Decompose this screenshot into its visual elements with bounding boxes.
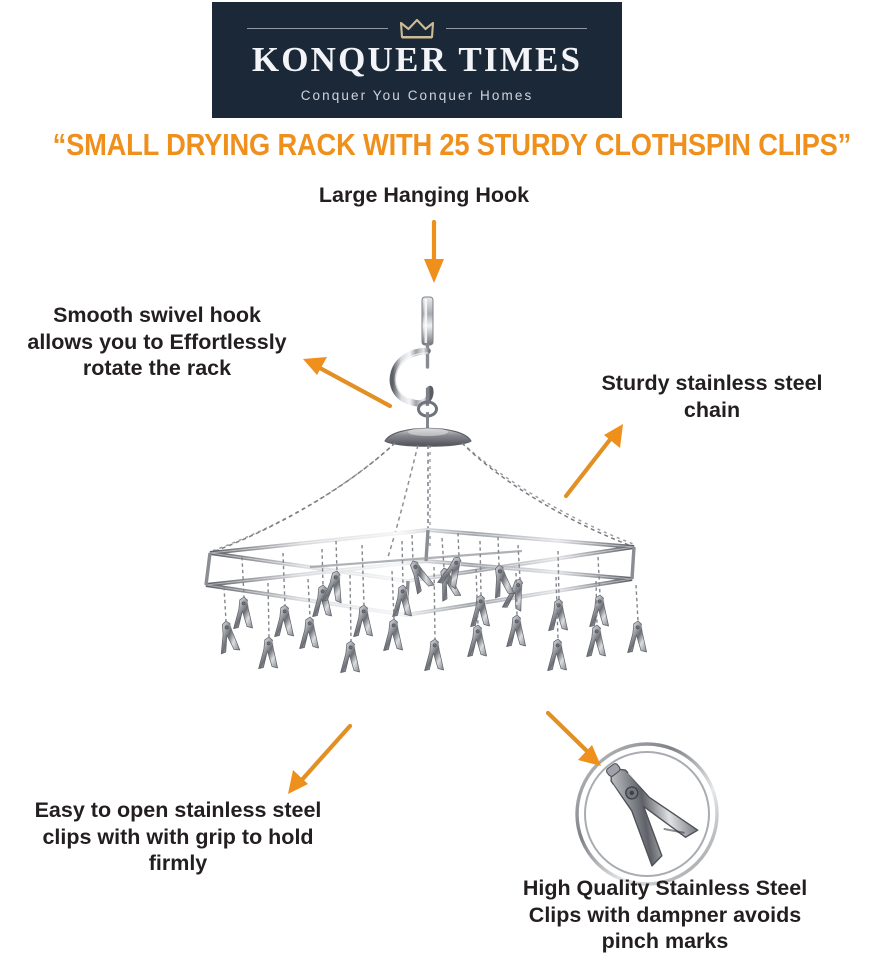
brand-name: KONQUER TIMES — [251, 39, 583, 79]
clip-closeup-inset — [575, 742, 719, 886]
clip-unit — [501, 544, 529, 613]
clip-unit — [437, 532, 468, 590]
clip-unit — [258, 582, 279, 669]
clip-unit — [312, 548, 333, 617]
product-image — [204, 296, 647, 673]
callout-sturdy-stainless-steel-chain: Sturdy stainless steel chain — [601, 371, 823, 422]
clip-unit — [340, 574, 361, 673]
callout-smooth-swivel-hook: Smooth swivel hook allows you to Effortl… — [27, 303, 287, 381]
clip-unit — [233, 556, 254, 629]
clip-unit — [321, 540, 346, 604]
suspension-chains — [209, 442, 637, 558]
rack-frame — [204, 527, 636, 618]
clip-unit — [403, 534, 435, 595]
crown-divider-row — [247, 18, 587, 40]
clip-unit — [353, 544, 374, 637]
clip-unit — [433, 537, 462, 602]
clip-unit — [215, 586, 241, 655]
clip-unit — [383, 570, 404, 651]
callout-high-quality-clips: High Quality Stainless Steel Clips with … — [522, 876, 808, 954]
clip-unit — [274, 552, 295, 637]
clip-unit — [506, 572, 526, 647]
brand-tagline: Conquer You Conquer Homes — [300, 87, 534, 103]
crown-icon — [400, 18, 434, 39]
clip-unit — [627, 584, 647, 653]
callout-easy-to-open-clips: Easy to open stainless steel clips with … — [34, 798, 322, 876]
clip-unit — [488, 536, 515, 599]
arrow-down-icon — [424, 219, 444, 283]
clip-unit — [467, 568, 488, 657]
clip-unit — [589, 556, 609, 627]
clip-unit — [586, 580, 606, 657]
clothespin-clip-graphic — [605, 763, 699, 867]
clip-unit — [547, 576, 567, 671]
callout-large-hanging-hook: Large Hanging Hook — [318, 183, 530, 207]
clip-unit — [548, 550, 568, 631]
clip-cluster — [215, 532, 647, 673]
hanging-hook-assembly — [384, 296, 472, 447]
headline: “SMALL DRYING RACK WITH 25 STURDY CLOTHS… — [52, 127, 852, 162]
clip-unit — [392, 540, 413, 617]
divider-line-right — [446, 28, 587, 30]
divider-line-left — [247, 28, 388, 30]
clip-unit — [424, 566, 445, 671]
clip-unit — [470, 540, 491, 627]
brand-banner: KONQUER TIMES Conquer You Conquer Homes — [212, 2, 622, 118]
